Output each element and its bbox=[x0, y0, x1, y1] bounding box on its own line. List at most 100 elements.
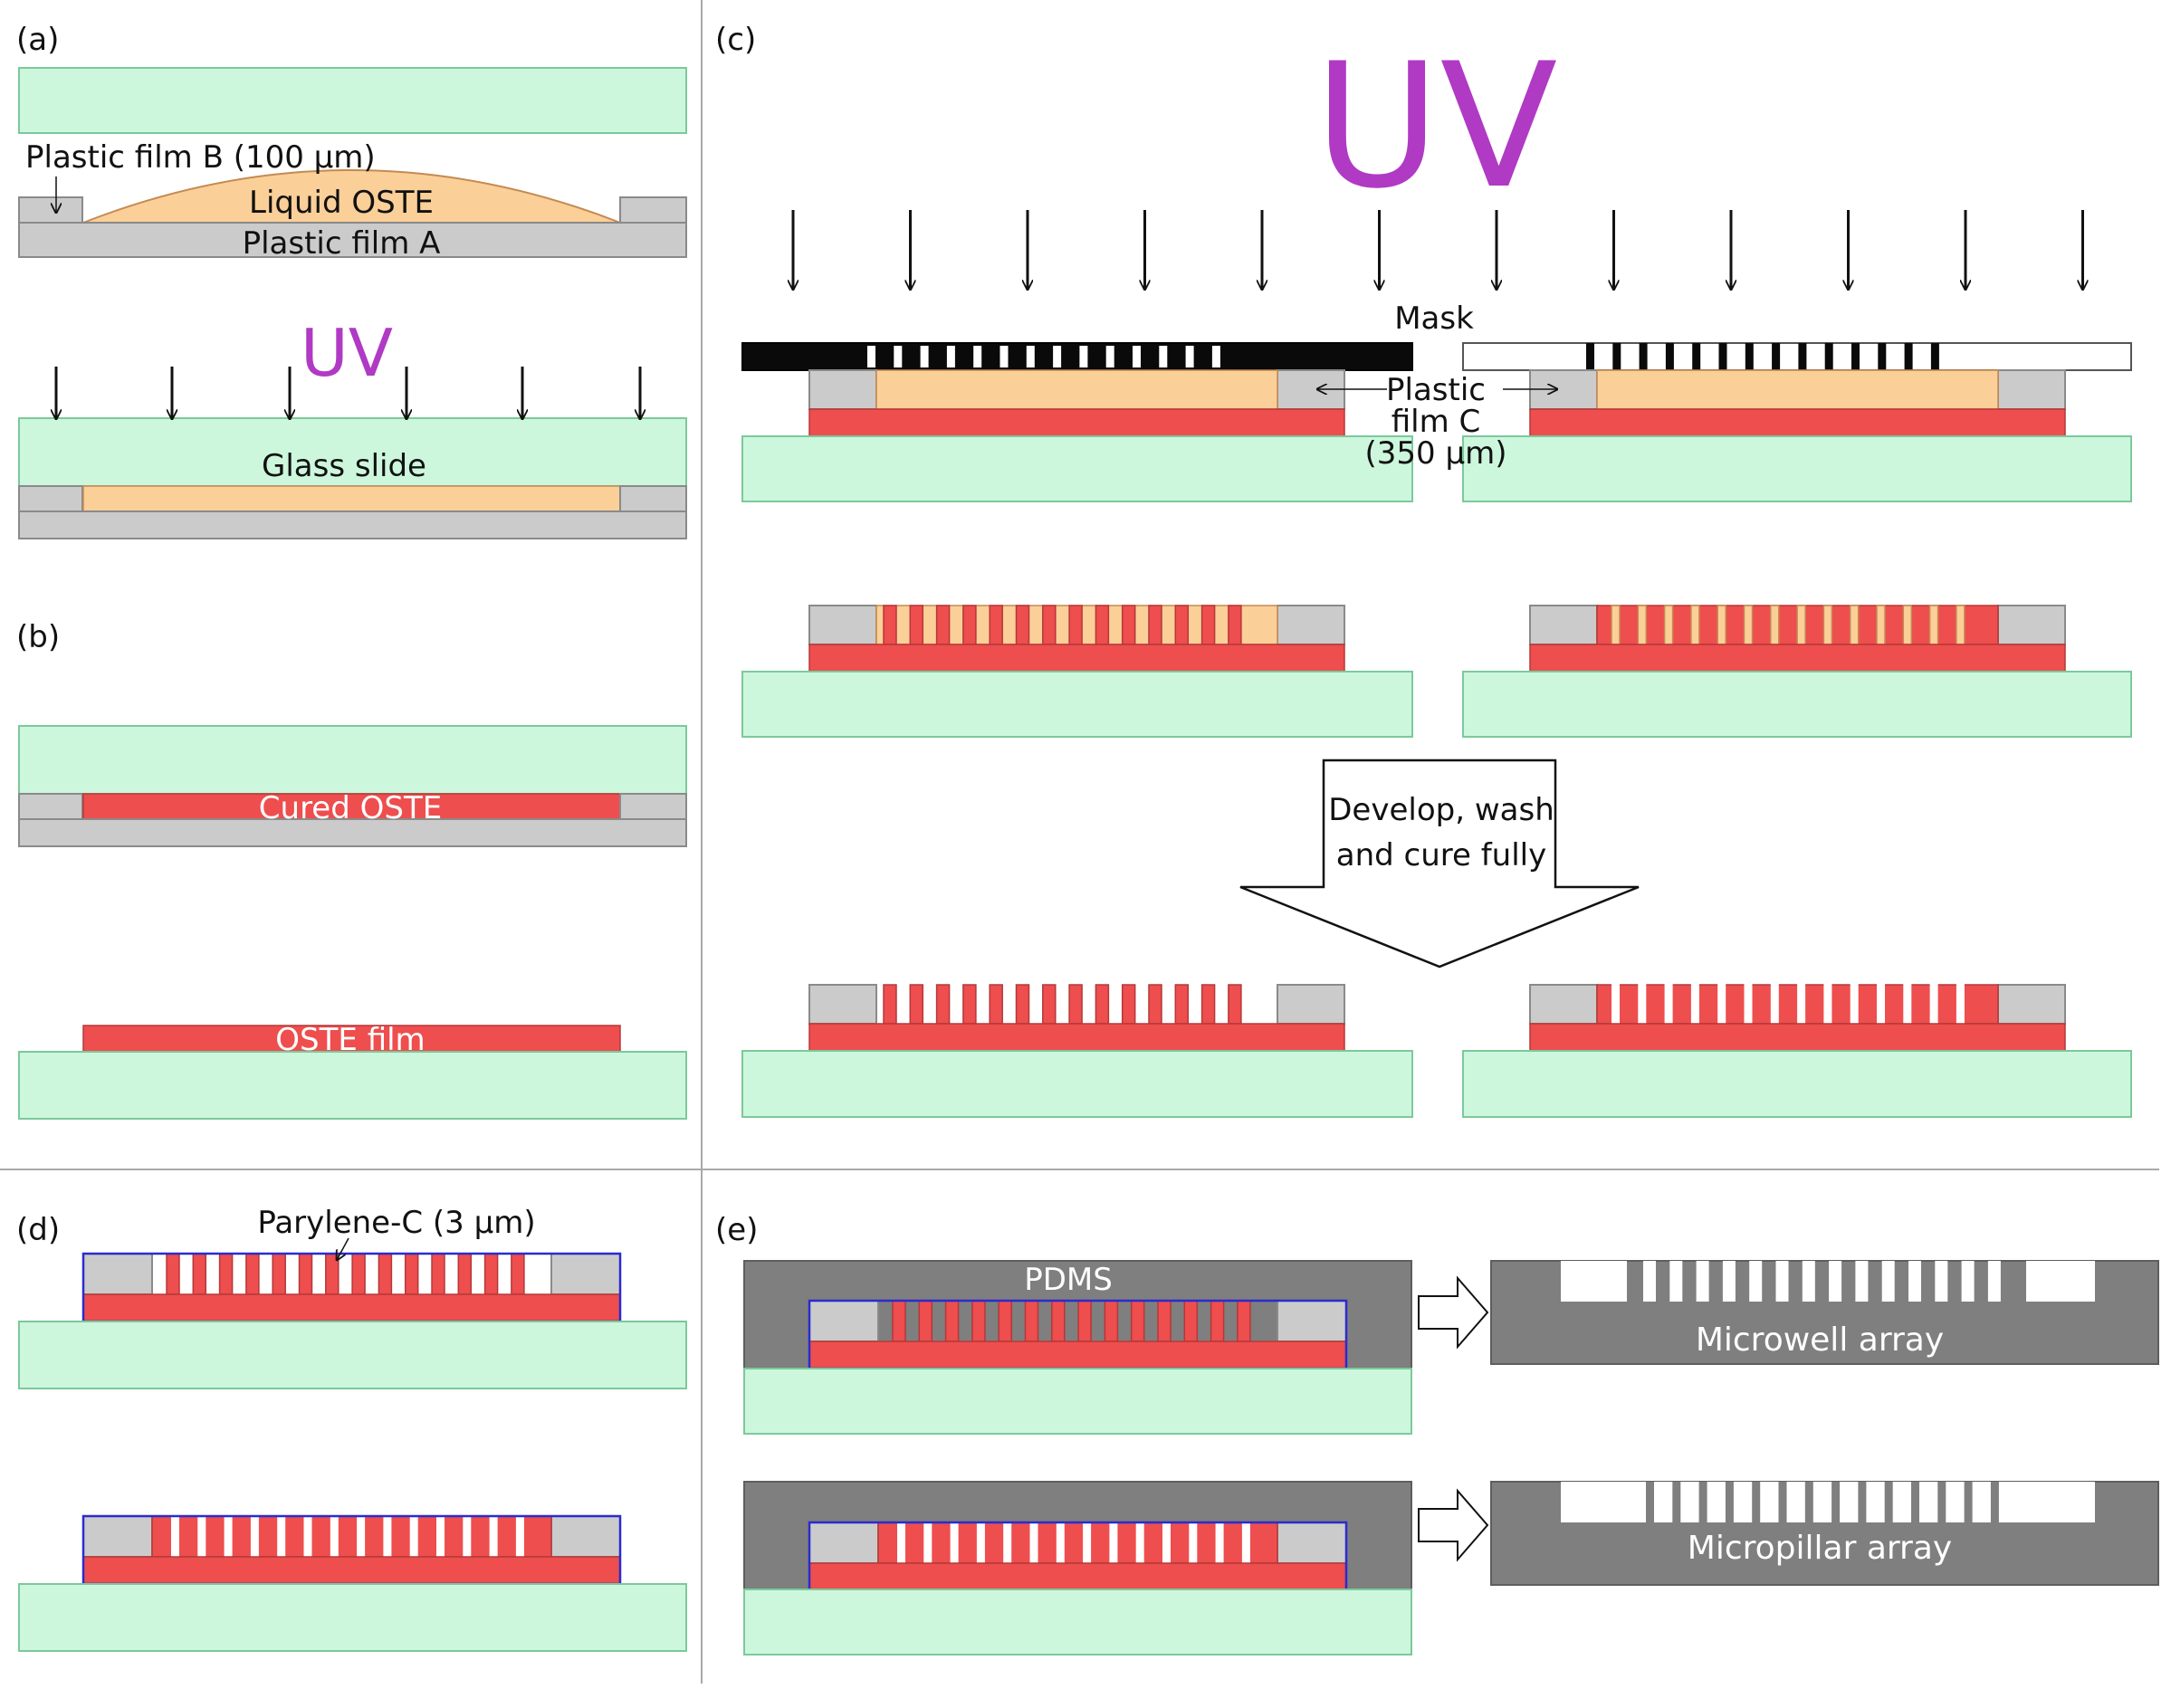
micro-hole bbox=[1903, 984, 1912, 1024]
right-arrow-icon bbox=[1418, 1275, 1489, 1350]
plastic-film-c-right bbox=[1277, 984, 1345, 1025]
exposed-oste-wall bbox=[883, 605, 897, 645]
micro-hole bbox=[1003, 1523, 1012, 1563]
micropillar bbox=[1964, 1482, 1973, 1522]
oste-wall bbox=[909, 984, 924, 1025]
cured-oste-base bbox=[1529, 644, 2066, 673]
plastic-film-c-label-3: (350 µm) bbox=[1365, 435, 1507, 472]
glass-slide bbox=[18, 1321, 687, 1389]
mask-slit bbox=[1211, 346, 1220, 367]
exposed-oste-wall bbox=[1200, 605, 1216, 645]
exposed-oste-wall bbox=[1015, 605, 1030, 645]
oste-wall bbox=[1200, 984, 1216, 1025]
microwell-cavity bbox=[1696, 1261, 1709, 1302]
oste-wall bbox=[1077, 1300, 1092, 1342]
glass-slide bbox=[743, 1589, 1412, 1656]
plastic-film-b-left bbox=[18, 793, 83, 820]
oste-wall bbox=[483, 1253, 499, 1295]
cured-oste-base bbox=[808, 644, 1345, 673]
mask-slit bbox=[1079, 346, 1088, 367]
oste-wall bbox=[1148, 984, 1162, 1025]
panel-label-c: (c) bbox=[715, 22, 756, 58]
mask-slit bbox=[920, 346, 929, 367]
micro-hole bbox=[1797, 984, 1806, 1024]
exposed-oste-wall bbox=[909, 605, 924, 645]
oste-wall bbox=[1157, 1300, 1172, 1342]
mask-bar bbox=[1612, 343, 1621, 370]
unexposed-oste bbox=[1876, 605, 1886, 645]
mask-slit bbox=[867, 346, 875, 367]
unexposed-oste bbox=[1956, 605, 1965, 645]
plastic-film-c-right bbox=[1997, 369, 2066, 410]
mask-slit bbox=[894, 346, 903, 367]
oste-wall bbox=[192, 1253, 207, 1295]
mask-bar bbox=[1904, 343, 1913, 370]
micropillar bbox=[1911, 1482, 1919, 1522]
oste-wall bbox=[944, 1300, 960, 1342]
plastic-film-c-left bbox=[808, 984, 877, 1025]
cured-oste-base bbox=[1529, 1023, 2066, 1052]
oste-wall bbox=[962, 984, 977, 1025]
microwell-cavity bbox=[1855, 1261, 1869, 1302]
exposed-oste-wall bbox=[935, 605, 951, 645]
glass-slide bbox=[741, 1050, 1413, 1118]
mask-bar bbox=[1851, 343, 1860, 370]
plastic-film-c-right bbox=[550, 1253, 621, 1295]
micropillar bbox=[1804, 1482, 1813, 1522]
unexposed-oste bbox=[1663, 605, 1674, 645]
right-arrow-icon bbox=[1418, 1488, 1489, 1562]
cured-oste-base bbox=[808, 1341, 1347, 1369]
micro-hole bbox=[1029, 1523, 1038, 1563]
oste-wall bbox=[989, 984, 1003, 1025]
exposed-oste-wall bbox=[1228, 605, 1242, 645]
panel-label-a: (a) bbox=[16, 22, 59, 58]
micro-hole bbox=[436, 1517, 445, 1557]
micro-hole bbox=[976, 1523, 985, 1563]
mask-slit bbox=[1185, 346, 1194, 367]
cured-oste-base bbox=[808, 408, 1345, 437]
micro-hole bbox=[1612, 984, 1620, 1024]
glass-slide bbox=[1462, 435, 2132, 502]
mask-bar bbox=[1692, 343, 1701, 370]
mask-slit bbox=[999, 346, 1009, 367]
mask-bar bbox=[1930, 343, 1939, 370]
glass-slide bbox=[741, 435, 1413, 502]
micropillar bbox=[1672, 1482, 1681, 1522]
micropillar-label: Micropillar array bbox=[1688, 1530, 1952, 1567]
oste-wall bbox=[918, 1300, 933, 1342]
oste-wall bbox=[1183, 1300, 1199, 1342]
oste-wall bbox=[1015, 984, 1030, 1025]
plastic-film-a bbox=[18, 510, 687, 539]
microwell-cavity bbox=[1722, 1261, 1736, 1302]
micro-hole bbox=[1690, 984, 1699, 1024]
liquid-oste-layer bbox=[1596, 369, 1999, 410]
oste-wall bbox=[218, 1253, 234, 1295]
glass-slide bbox=[18, 417, 687, 487]
unexposed-oste bbox=[1770, 605, 1780, 645]
microwell-cavity bbox=[1669, 1261, 1683, 1302]
cured-oste-label: Cured OSTE bbox=[259, 790, 442, 826]
mask-slit bbox=[946, 346, 955, 367]
micro-hole bbox=[1664, 984, 1673, 1024]
panel-label-d: (d) bbox=[16, 1212, 60, 1248]
micro-hole bbox=[1056, 1523, 1065, 1563]
unexposed-oste bbox=[1902, 605, 1913, 645]
micropillar bbox=[1884, 1482, 1893, 1522]
oste-wall bbox=[971, 1300, 986, 1342]
mask-bar bbox=[1665, 343, 1674, 370]
develop-label-2: and cure fully bbox=[1336, 837, 1547, 873]
liquid-oste-layer bbox=[82, 485, 621, 512]
plastic-film-c-right bbox=[1277, 605, 1345, 645]
plastic-film-b-left bbox=[18, 485, 83, 512]
mask-left bbox=[741, 342, 1413, 371]
plastic-film-c-left bbox=[808, 369, 877, 410]
oste-wall bbox=[298, 1253, 313, 1295]
unexposed-oste bbox=[1822, 605, 1833, 645]
mask-bar bbox=[1772, 343, 1781, 370]
oste-wall bbox=[378, 1253, 393, 1295]
micro-hole bbox=[923, 1523, 932, 1563]
micro-hole bbox=[1823, 984, 1832, 1024]
micro-hole bbox=[224, 1517, 233, 1557]
mask-bar bbox=[1718, 343, 1727, 370]
